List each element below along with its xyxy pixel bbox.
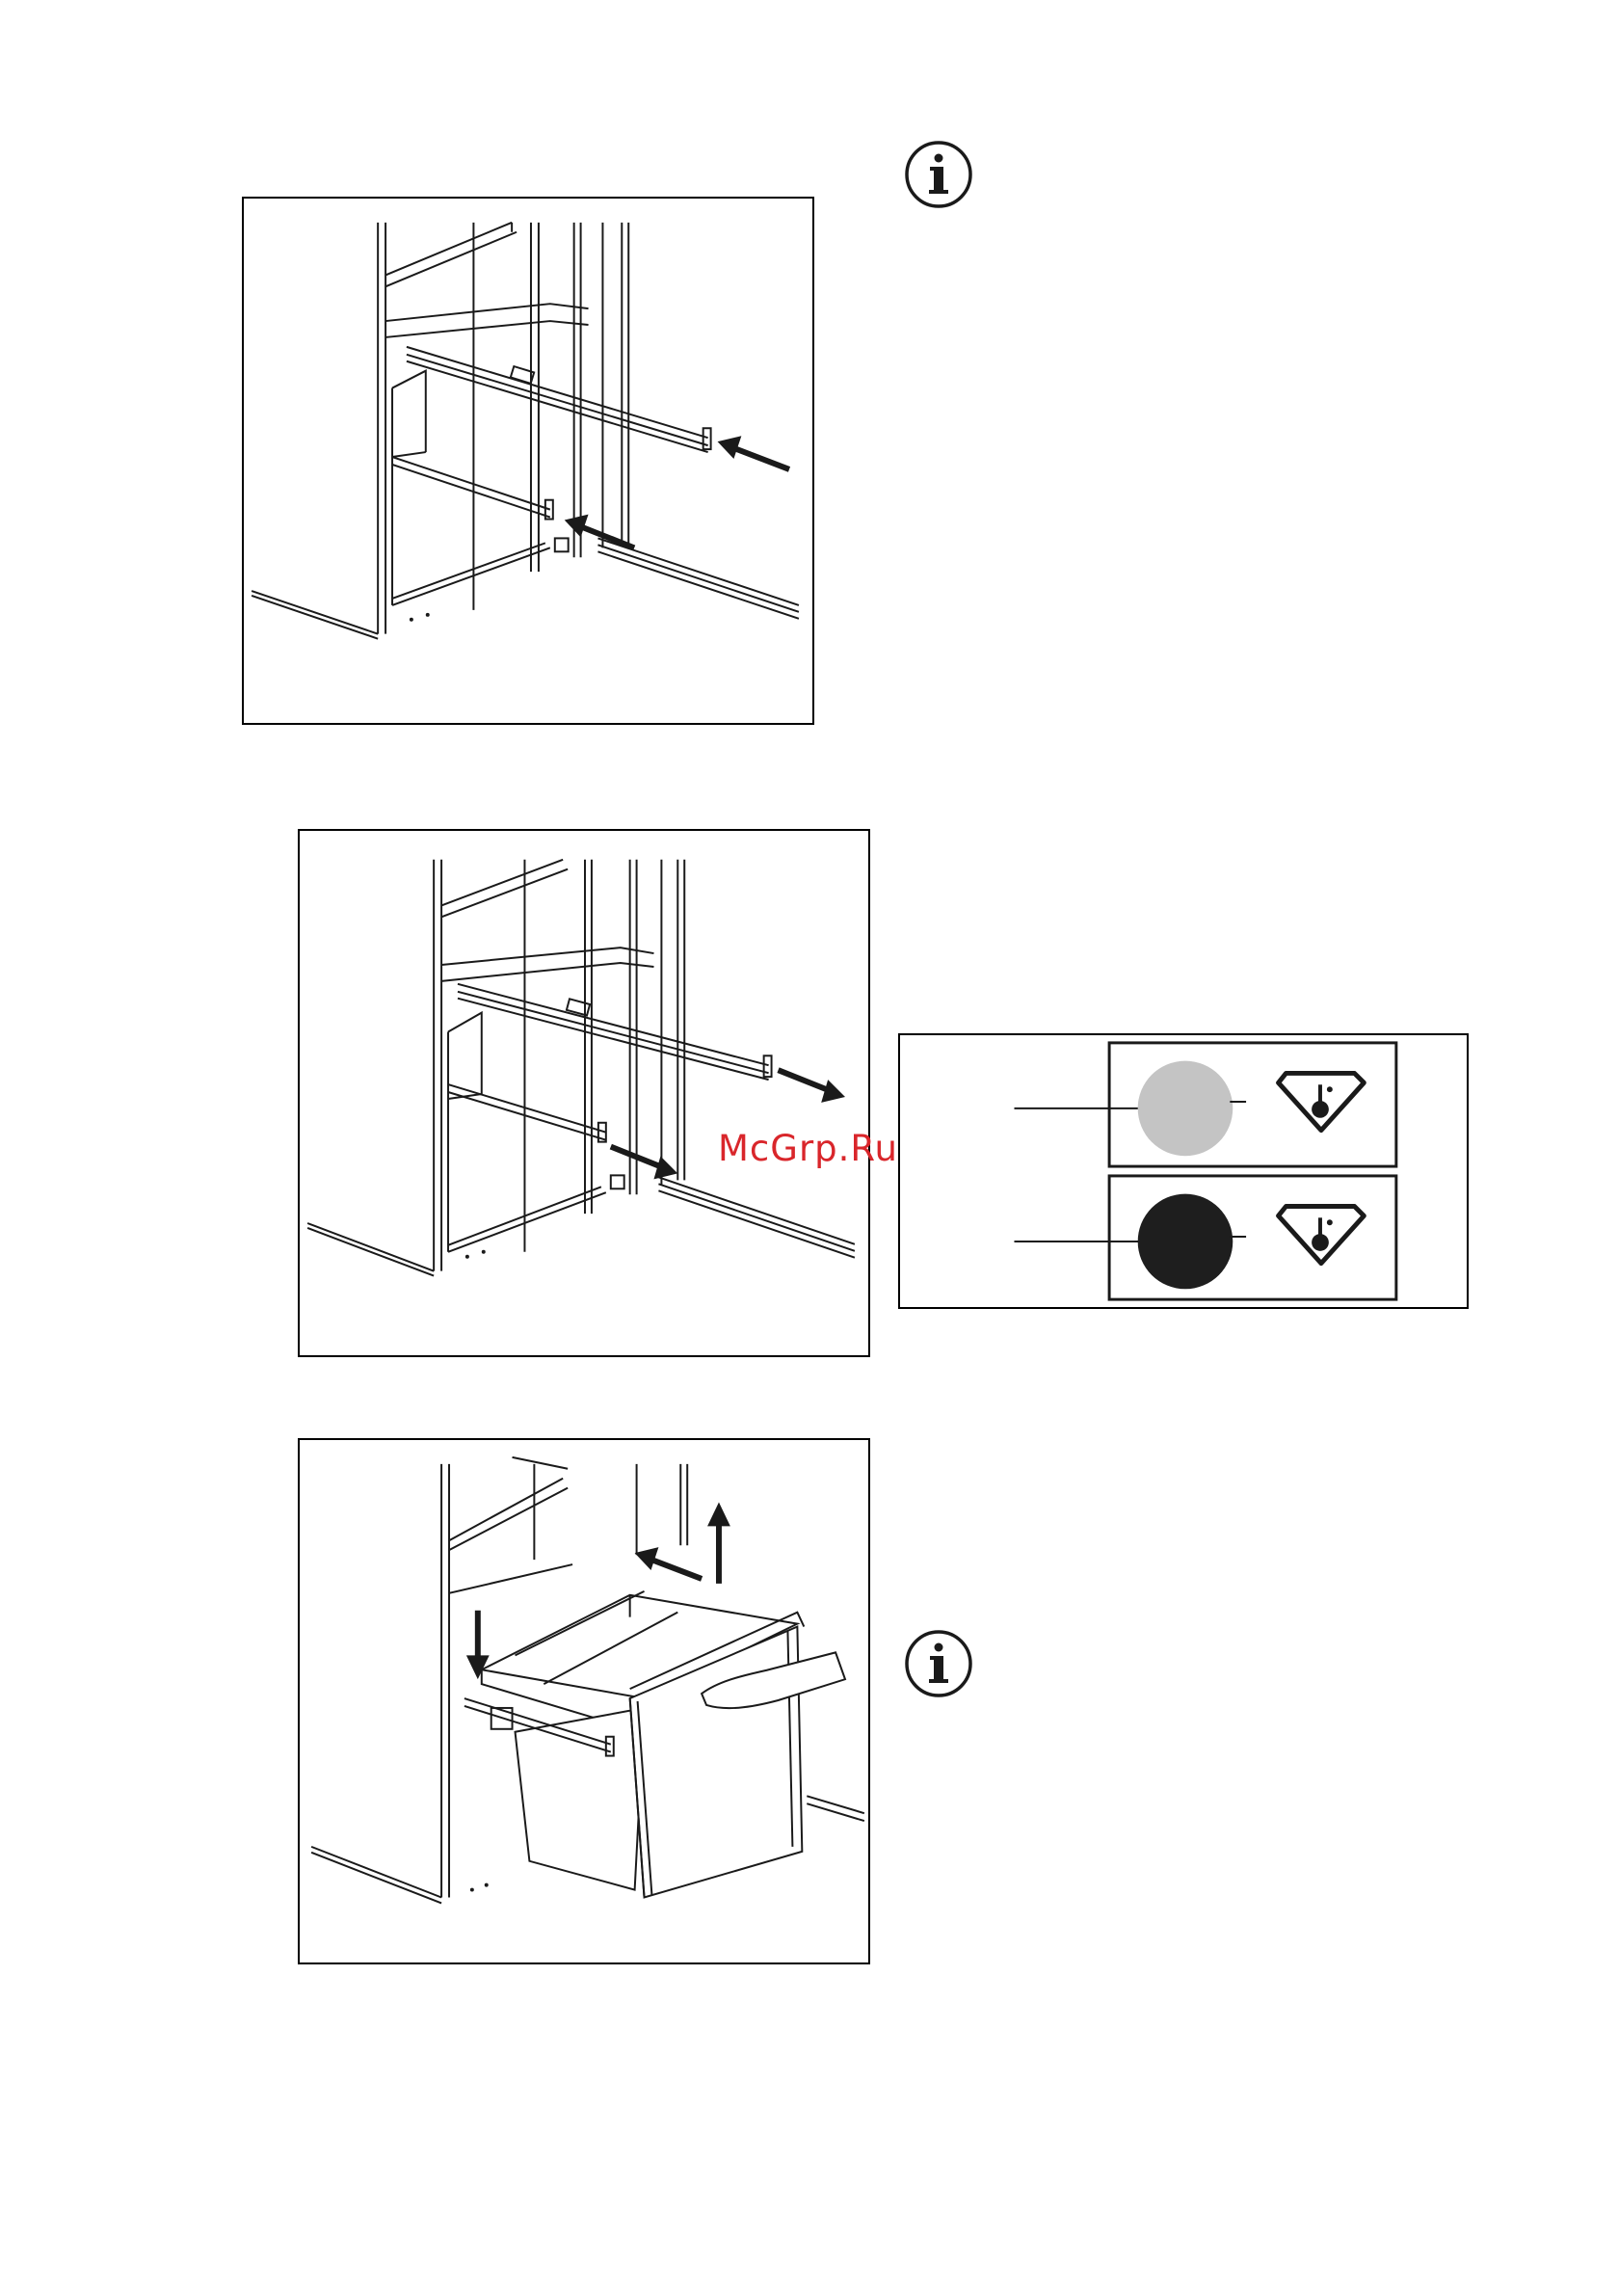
indicator-dark [1138,1194,1233,1290]
figure-install-rails [242,197,814,725]
figure-pull-rails [298,829,870,1357]
drop-thermometer-icon [1279,1206,1365,1263]
info-icon [904,1629,973,1698]
drop-thermometer-icon [1279,1073,1365,1130]
indicator-legend [898,1033,1469,1309]
watermark: McGrp.Ru [718,1128,898,1169]
indicator-light [1138,1061,1233,1157]
figure-mount-drawer [298,1438,870,1964]
info-icon [904,140,973,209]
